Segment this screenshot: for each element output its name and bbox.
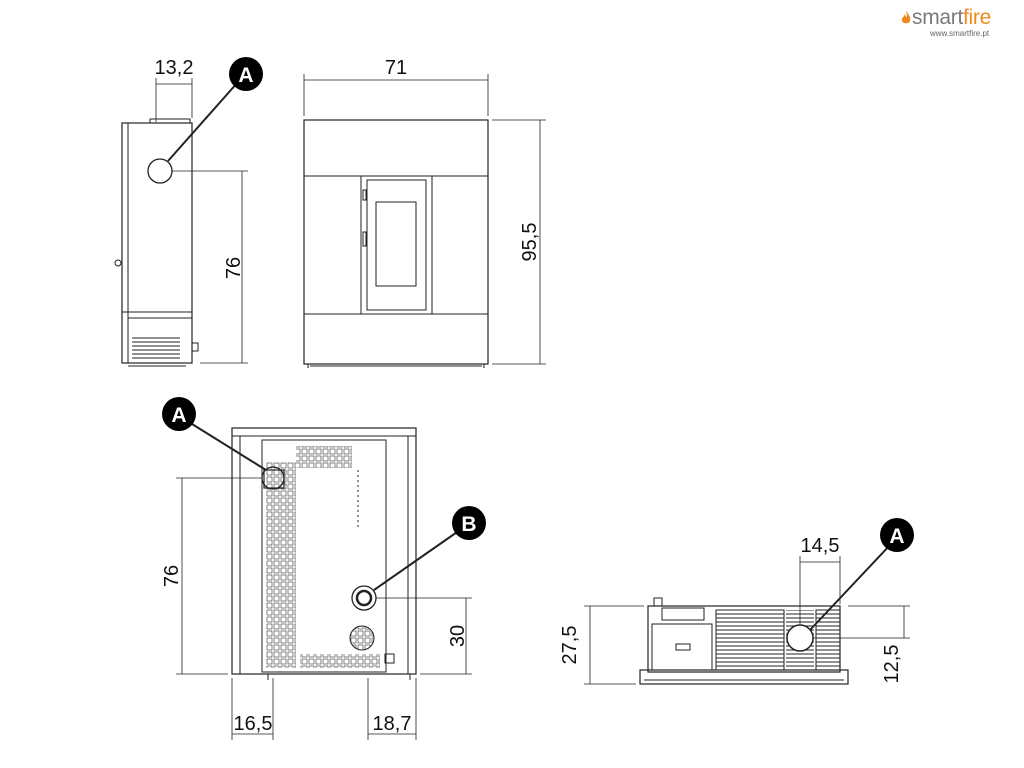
dim-top-width: 14,5 <box>801 535 840 557</box>
dim-rear-left-offset: 16,5 <box>234 713 273 735</box>
front-view-body <box>303 119 489 365</box>
rear-view-vent-top <box>296 446 352 468</box>
brand-logo[interactable]: smartfire <box>912 6 991 30</box>
marker-top-a-label: A <box>889 525 904 548</box>
front-view <box>303 74 546 368</box>
brand-logo-part2: fire <box>963 6 991 29</box>
dim-side-depth-offset: 13,2 <box>155 57 194 79</box>
top-view-hopper <box>651 623 713 671</box>
marker-side-a-label: A <box>238 64 253 87</box>
marker-top-a: A <box>880 518 914 552</box>
rear-view-vent-left <box>266 462 296 668</box>
top-view-flue-outlet <box>786 624 814 652</box>
brand-website[interactable]: www.smartfire.pt <box>930 29 990 38</box>
marker-side-a: A <box>229 57 263 91</box>
side-view-flue-outlet <box>147 158 173 184</box>
dim-top-offset: 12,5 <box>881 645 903 684</box>
dim-side-height: 76 <box>223 257 245 279</box>
dim-front-height: 95,5 <box>519 223 541 262</box>
dim-rear-outlet-height: 30 <box>447 625 469 647</box>
brand-logo-part1: smart <box>912 6 964 29</box>
rear-view <box>176 423 472 740</box>
front-view-door <box>360 175 433 315</box>
top-view <box>584 544 910 685</box>
marker-rear-a-label: A <box>171 404 186 427</box>
front-view-glass <box>375 201 417 287</box>
marker-rear-b: B <box>452 506 486 540</box>
rear-view-flue-outlet <box>351 585 377 611</box>
dim-rear-height: 76 <box>161 565 183 587</box>
side-view <box>114 78 248 367</box>
flame-logo-icon <box>901 11 911 24</box>
dim-front-width: 71 <box>385 57 407 79</box>
top-view-grille-left <box>715 609 785 671</box>
rear-view-fan <box>349 625 375 651</box>
marker-rear-a: A <box>162 397 196 431</box>
rear-view-body <box>231 427 417 675</box>
dim-rear-right-offset: 18,7 <box>373 713 412 735</box>
rear-view-vent-bottom <box>300 654 380 668</box>
marker-rear-b-label: B <box>461 513 476 536</box>
side-view-grille <box>132 337 180 359</box>
dim-top-depth: 27,5 <box>559 626 581 665</box>
